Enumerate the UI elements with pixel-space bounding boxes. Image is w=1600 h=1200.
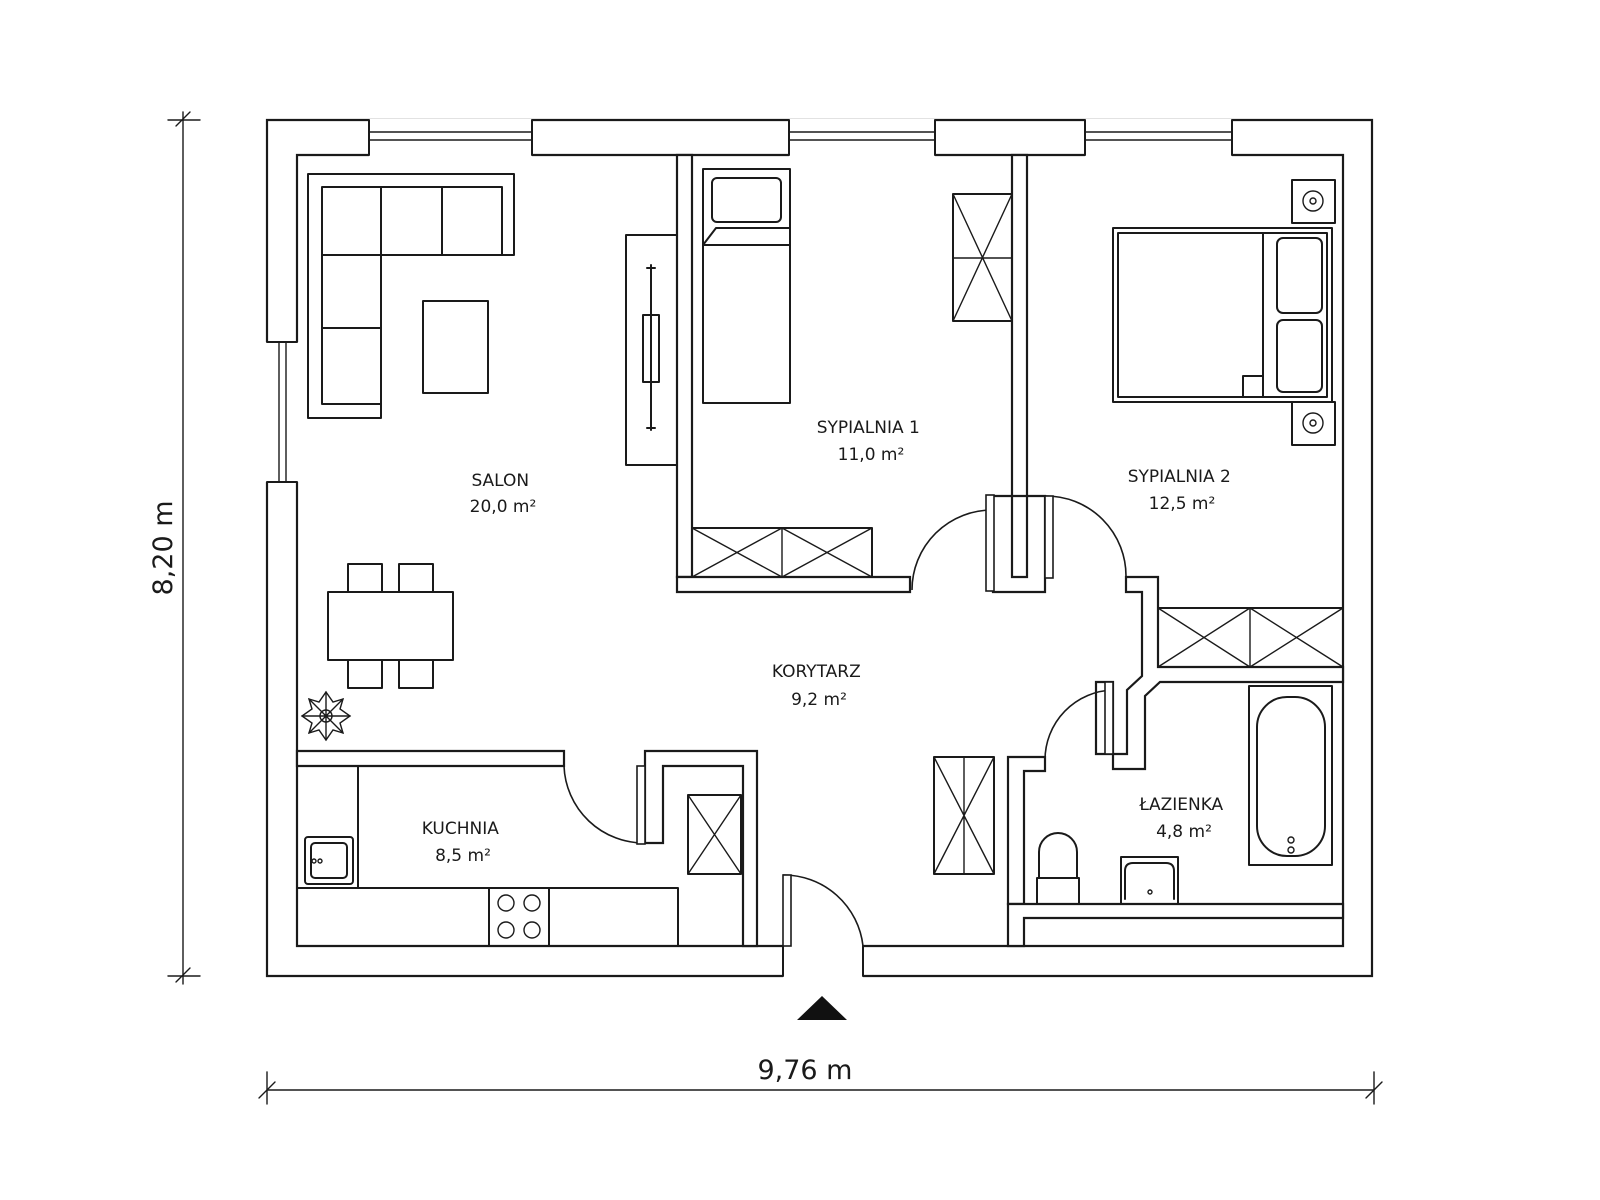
entrance-triangle-icon: [797, 996, 847, 1020]
wall-kitchen-right: [643, 749, 759, 948]
nightstand-top: [1291, 179, 1336, 224]
wardrobe-bedroom-2: [1157, 607, 1344, 668]
dining-set: [327, 563, 454, 689]
height-label: 8,20 m: [148, 500, 179, 595]
window-salon-top: [368, 131, 533, 141]
single-bed: [702, 168, 791, 404]
exterior-walls: [265, 118, 1374, 978]
plant-icon: [300, 690, 352, 742]
windows: [278, 131, 1233, 483]
wall-bedroom1-bottom: [675, 575, 912, 594]
width-dimension: 9,76 m: [258, 1055, 1383, 1105]
room-name: ŁAZIENKA: [1138, 795, 1223, 815]
washbasin-icon: [1120, 856, 1179, 905]
door-bedroom-1: [911, 494, 995, 592]
double-bed: [1112, 227, 1333, 403]
room-area: 12,5 m²: [1149, 494, 1216, 514]
room-name: SYPIALNIA 1: [817, 418, 920, 438]
room-label-korytarz: KORYTARZ 9,2 m²: [772, 662, 866, 710]
height-dimension: 8,20 m: [148, 111, 201, 985]
room-label-salon: SALON 20,0 m²: [470, 471, 537, 517]
doors: [563, 494, 1127, 947]
door-bedroom-2: [1044, 495, 1127, 579]
room-labels: SALON 20,0 m² SYPIALNIA 1 11,0 m² SYPIAL…: [422, 418, 1237, 866]
wall-bathroom-bottom: [1006, 902, 1345, 948]
width-label: 9,76 m: [757, 1055, 852, 1086]
nightstand-bottom: [1291, 401, 1336, 446]
room-label-kuchnia: KUCHNIA 8,5 m²: [422, 819, 505, 866]
wardrobe-bedroom-1: [952, 193, 1013, 322]
corner-sofa: [307, 173, 515, 419]
room-name: SYPIALNIA 2: [1128, 467, 1231, 487]
fridge: [687, 794, 742, 875]
bathtub-icon: [1248, 685, 1333, 866]
kitchen-counter: [296, 765, 679, 947]
corridor-wardrobe: [933, 756, 995, 875]
wall-kitchen-top: [295, 749, 566, 768]
room-name: SALON: [471, 471, 529, 491]
room-area: 4,8 m²: [1156, 822, 1212, 842]
room-label-sypialnia-2: SYPIALNIA 2 12,5 m²: [1128, 467, 1237, 514]
room-area: 9,2 m²: [791, 690, 847, 710]
wall-bedroom-stub: [991, 494, 1047, 594]
window-bedroom-2: [1084, 131, 1233, 141]
room-label-lazienka: ŁAZIENKA 4,8 m²: [1138, 795, 1228, 842]
door-bathroom: [1044, 681, 1114, 761]
window-bedroom-1: [788, 131, 936, 141]
wall-bedroom2-bottom: [1111, 575, 1345, 771]
room-name: KUCHNIA: [422, 819, 500, 839]
toilet-icon: [1036, 832, 1080, 905]
door-entrance: [782, 874, 864, 947]
tv-unit: [625, 234, 678, 466]
room-area: 8,5 m²: [435, 846, 491, 866]
room-label-sypialnia-1: SYPIALNIA 1 11,0 m²: [817, 418, 926, 465]
wall-bedroom1-bedroom2: [1010, 153, 1029, 498]
kitchen-sink-icon: [304, 836, 354, 885]
wall-salon-bedroom1: [675, 153, 694, 579]
cabinet-bedroom-1: [691, 527, 873, 578]
wall-bathroom-left: [1006, 755, 1047, 906]
window-salon-left: [278, 341, 287, 483]
room-name: KORYTARZ: [772, 662, 861, 682]
coffee-table: [422, 300, 489, 394]
cooktop-icon: [488, 887, 550, 947]
door-kitchen: [563, 765, 646, 845]
room-area: 11,0 m²: [838, 445, 905, 465]
room-area: 20,0 m²: [470, 497, 537, 517]
